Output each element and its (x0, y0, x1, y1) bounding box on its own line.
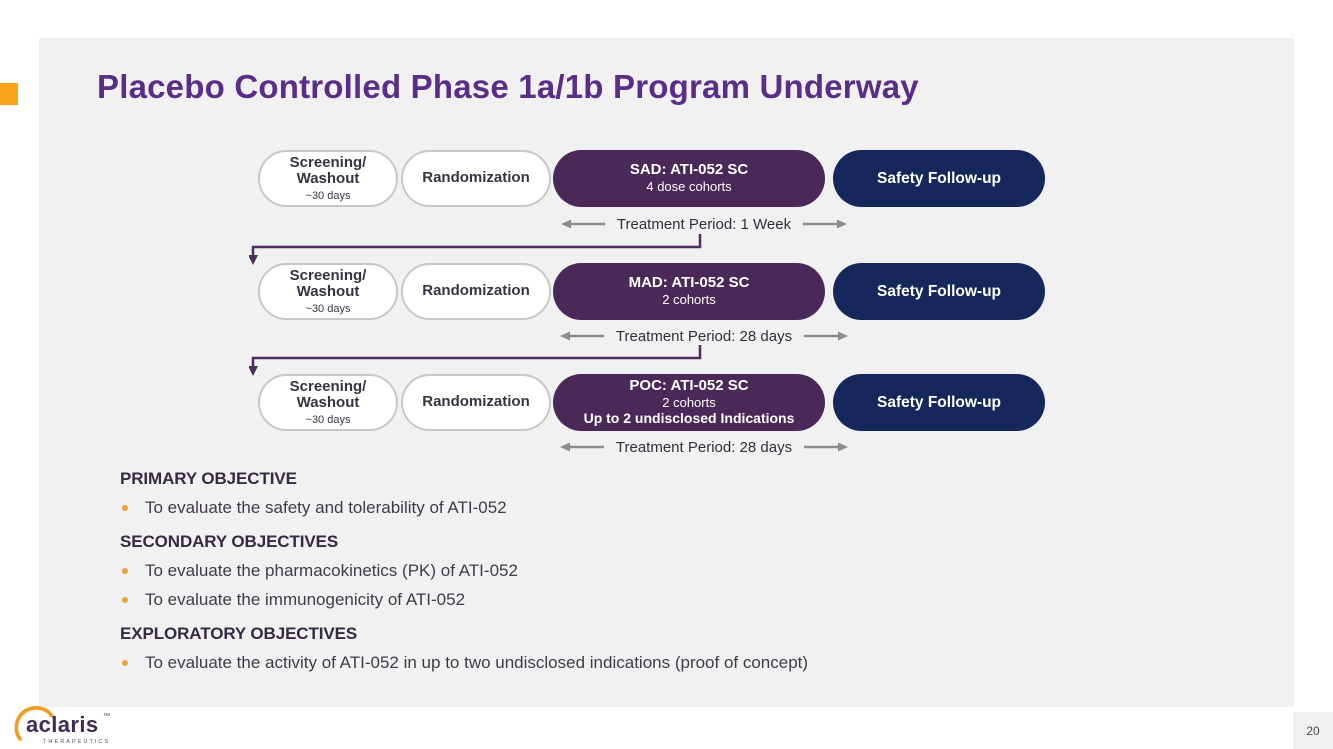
list-item: To evaluate the pharmacokinetics (PK) of… (120, 561, 1210, 581)
safety-followup-label: Safety Follow-up (877, 282, 1001, 300)
treatment-period-label: Treatment Period: 28 days (615, 327, 793, 345)
randomization-pill: Randomization (401, 150, 551, 207)
page-title: Placebo Controlled Phase 1a/1b Program U… (97, 68, 919, 105)
sad-treatment-pill: SAD: ATI-052 SC 4 dose cohorts (553, 150, 825, 207)
treatment-title: SAD: ATI-052 SC (629, 161, 749, 179)
safety-followup-label: Safety Follow-up (877, 169, 1001, 187)
treatment-period-row1: Treatment Period: 1 Week (548, 214, 860, 234)
safety-followup-label: Safety Follow-up (877, 393, 1001, 411)
poc-treatment-pill: POC: ATI-052 SC 2 cohorts Up to 2 undisc… (553, 374, 825, 431)
screening-washout-pill: Screening/ Washout ~30 days (258, 150, 398, 207)
logo-wordmark: aclaris (26, 712, 99, 737)
aclaris-logo: aclaris ™ THERAPEUTICS (14, 706, 110, 745)
screening-line2: Washout (296, 170, 360, 188)
right-arrow-icon (803, 219, 848, 229)
bullet-text: To evaluate the pharmacokinetics (PK) of… (145, 561, 518, 580)
left-arrow-icon (559, 442, 604, 452)
secondary-objectives-heading: SECONDARY OBJECTIVES (120, 532, 339, 551)
treatment-cohorts: 2 cohorts (662, 394, 716, 410)
screening-line2: Washout (296, 394, 360, 412)
bullet-text: To evaluate the immunogenicity of ATI-05… (145, 590, 466, 609)
safety-followup-pill: Safety Follow-up (833, 374, 1045, 431)
exploratory-objectives-heading: EXPLORATORY OBJECTIVES (120, 624, 358, 643)
logo-subtext: THERAPEUTICS (43, 739, 110, 745)
screening-line2: Washout (296, 283, 360, 301)
page-number: 20 (1306, 723, 1320, 738)
bullet-text: To evaluate the safety and tolerability … (145, 498, 507, 517)
screening-line1: Screening/ (289, 266, 367, 284)
randomization-pill: Randomization (401, 263, 551, 320)
screening-washout-pill: Screening/ Washout ~30 days (258, 263, 398, 320)
connector-arrow-row1-to-row2 (249, 234, 702, 265)
connector-arrow-row2-to-row3 (249, 345, 702, 376)
left-arrow-icon (559, 331, 604, 341)
logo-trademark: ™ (103, 713, 110, 720)
screening-duration: ~30 days (305, 303, 351, 316)
treatment-title: POC: ATI-052 SC (629, 376, 749, 394)
accent-bar (0, 83, 18, 105)
mad-treatment-pill: MAD: ATI-052 SC 2 cohorts (553, 263, 825, 320)
treatment-period-row3: Treatment Period: 28 days (548, 437, 860, 457)
primary-objective-heading: PRIMARY OBJECTIVE (120, 469, 297, 488)
list-item: To evaluate the immunogenicity of ATI-05… (120, 590, 1210, 610)
screening-washout-pill: Screening/ Washout ~30 days (258, 374, 398, 431)
list-item: To evaluate the safety and tolerability … (120, 498, 1210, 518)
treatment-indications: Up to 2 undisclosed Indications (583, 410, 795, 427)
randomization-pill: Randomization (401, 374, 551, 431)
treatment-period-row2: Treatment Period: 28 days (548, 326, 860, 346)
bullet-icon (122, 568, 128, 574)
treatment-period-label: Treatment Period: 28 days (615, 438, 793, 456)
right-arrow-icon (804, 442, 849, 452)
bullet-icon (122, 660, 128, 666)
treatment-period-label: Treatment Period: 1 Week (616, 215, 792, 233)
screening-line1: Screening/ (289, 153, 367, 171)
page-number-box: 20 (1293, 712, 1333, 749)
treatment-cohorts: 2 cohorts (662, 292, 716, 308)
randomization-label: Randomization (422, 282, 530, 300)
screening-duration: ~30 days (305, 414, 351, 427)
slide-background (39, 38, 1294, 707)
screening-line1: Screening/ (289, 377, 367, 395)
right-arrow-icon (804, 331, 849, 341)
objectives-section: PRIMARY OBJECTIVE To evaluate the safety… (120, 469, 1210, 682)
randomization-label: Randomization (422, 169, 530, 187)
treatment-title: MAD: ATI-052 SC (628, 274, 750, 292)
bullet-icon (122, 505, 128, 511)
left-arrow-icon (560, 219, 605, 229)
treatment-cohorts: 4 dose cohorts (646, 179, 732, 195)
screening-duration: ~30 days (305, 190, 351, 203)
bullet-icon (122, 597, 128, 603)
list-item: To evaluate the activity of ATI-052 in u… (120, 653, 1210, 673)
randomization-label: Randomization (422, 393, 530, 411)
safety-followup-pill: Safety Follow-up (833, 263, 1045, 320)
bullet-text: To evaluate the activity of ATI-052 in u… (145, 653, 809, 672)
safety-followup-pill: Safety Follow-up (833, 150, 1045, 207)
